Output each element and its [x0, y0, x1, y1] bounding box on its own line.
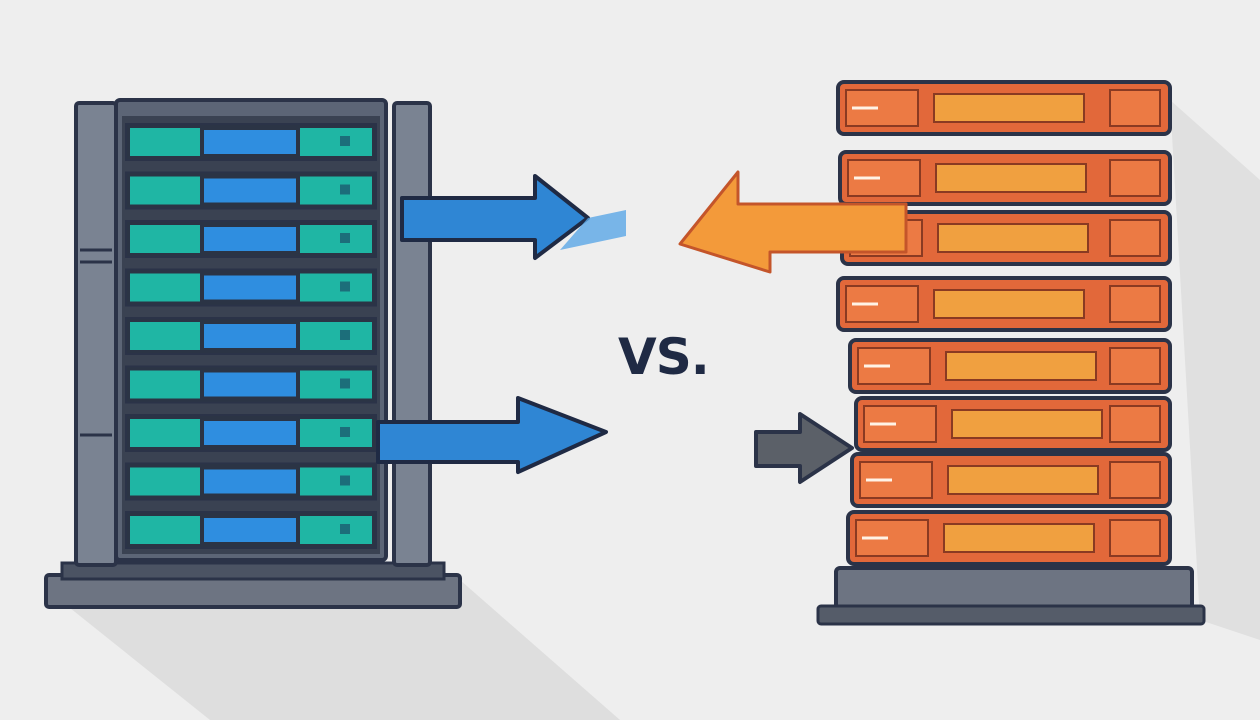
stack-unit-port	[1109, 347, 1161, 385]
rack-slot-panel	[130, 370, 200, 399]
rack-slot-panel	[300, 370, 372, 399]
stack-unit-drive	[933, 93, 1085, 123]
rack-slot-led	[340, 378, 350, 389]
rack-slot-drive	[204, 324, 296, 348]
stack-unit-drive	[933, 289, 1085, 319]
comparison-label: VS.	[618, 328, 710, 386]
stack-unit-bay	[855, 519, 929, 557]
rack-slot-panel	[300, 419, 372, 447]
stack-unit-drive	[951, 409, 1103, 439]
stack-stand-foot	[816, 604, 1206, 626]
rack-slots	[125, 123, 377, 549]
rack-slot-panel	[130, 516, 200, 544]
rack-slot-panel	[300, 176, 372, 205]
rack-slot-drive	[204, 518, 296, 542]
stack-unit	[836, 276, 1172, 332]
rack-slot-drive	[204, 372, 296, 397]
rack-base-top	[60, 561, 446, 581]
rack-slot-panel	[130, 419, 200, 447]
stack-unit-drive	[943, 523, 1095, 553]
stack-unit-drive	[947, 465, 1099, 495]
rack-slot	[125, 123, 377, 161]
rack-slot-drive	[204, 130, 296, 154]
rack-slot-drive	[204, 178, 296, 203]
stack-unit-port	[1109, 405, 1161, 443]
arrow-right-icon	[754, 412, 854, 484]
arrow-left-icon	[678, 170, 908, 274]
rack-slot-panel	[130, 467, 200, 496]
rack-slot	[125, 462, 377, 501]
rack-right-post	[392, 101, 432, 567]
stack-unit-port	[1109, 519, 1161, 557]
rack-slot-panel	[130, 176, 200, 205]
stack-unit	[838, 150, 1172, 206]
stack-unit-port	[1109, 461, 1161, 499]
rack-slot-panel	[300, 225, 372, 253]
left-rack-shadow	[60, 580, 620, 720]
right-stack-shadow	[1170, 100, 1260, 640]
rack-slot-drive	[204, 421, 296, 445]
arrow-right-icon	[400, 174, 590, 260]
stack-units	[836, 80, 1172, 566]
stack-unit-drive	[935, 163, 1087, 193]
rack-slot	[125, 268, 377, 307]
arrow-right-icon	[376, 396, 608, 474]
rack-slot-led	[340, 330, 350, 340]
rack-slot	[125, 317, 377, 355]
stack-unit-drive	[937, 223, 1089, 253]
rack-slot-panel	[300, 128, 372, 156]
stack-unit	[846, 510, 1172, 566]
stack-unit-drive	[945, 351, 1097, 381]
stack-unit	[848, 338, 1172, 394]
rack-slot-panel	[130, 128, 200, 156]
rack-slot-led	[340, 184, 350, 195]
server-rack-icon	[44, 98, 626, 609]
rack-slot	[125, 511, 377, 549]
rack-slot-panel	[300, 467, 372, 496]
rack-slot-led	[340, 233, 350, 243]
rack-slot-panel	[300, 322, 372, 350]
stack-unit	[850, 452, 1172, 508]
rack-slot-led	[340, 475, 350, 486]
rack-slot	[125, 171, 377, 210]
rack-slot	[125, 414, 377, 452]
rack-slot-panel	[130, 225, 200, 253]
rack-slot-led	[340, 281, 350, 292]
rack-slot	[125, 365, 377, 404]
rack-slot-panel	[130, 273, 200, 302]
rack-slot-led	[340, 524, 350, 534]
rack-slot	[125, 220, 377, 258]
stack-unit-port	[1109, 219, 1161, 257]
rack-slot-panel	[130, 322, 200, 350]
stack-unit	[854, 396, 1172, 452]
stack-unit-port	[1109, 285, 1161, 323]
stack-unit-port	[1109, 89, 1161, 127]
rack-slot-drive	[204, 275, 296, 300]
rack-slot-panel	[300, 516, 372, 544]
stacked-servers-icon	[678, 80, 1206, 626]
rack-slot-drive	[204, 227, 296, 251]
rack-slot-led	[340, 136, 350, 146]
stack-unit-port	[1109, 159, 1161, 197]
rack-slot-drive	[204, 469, 296, 494]
rack-left-post	[74, 101, 118, 567]
stack-unit	[836, 80, 1172, 136]
arrow-tip-highlight	[560, 210, 626, 250]
rack-slot-led	[340, 427, 350, 437]
rack-slot-panel	[300, 273, 372, 302]
